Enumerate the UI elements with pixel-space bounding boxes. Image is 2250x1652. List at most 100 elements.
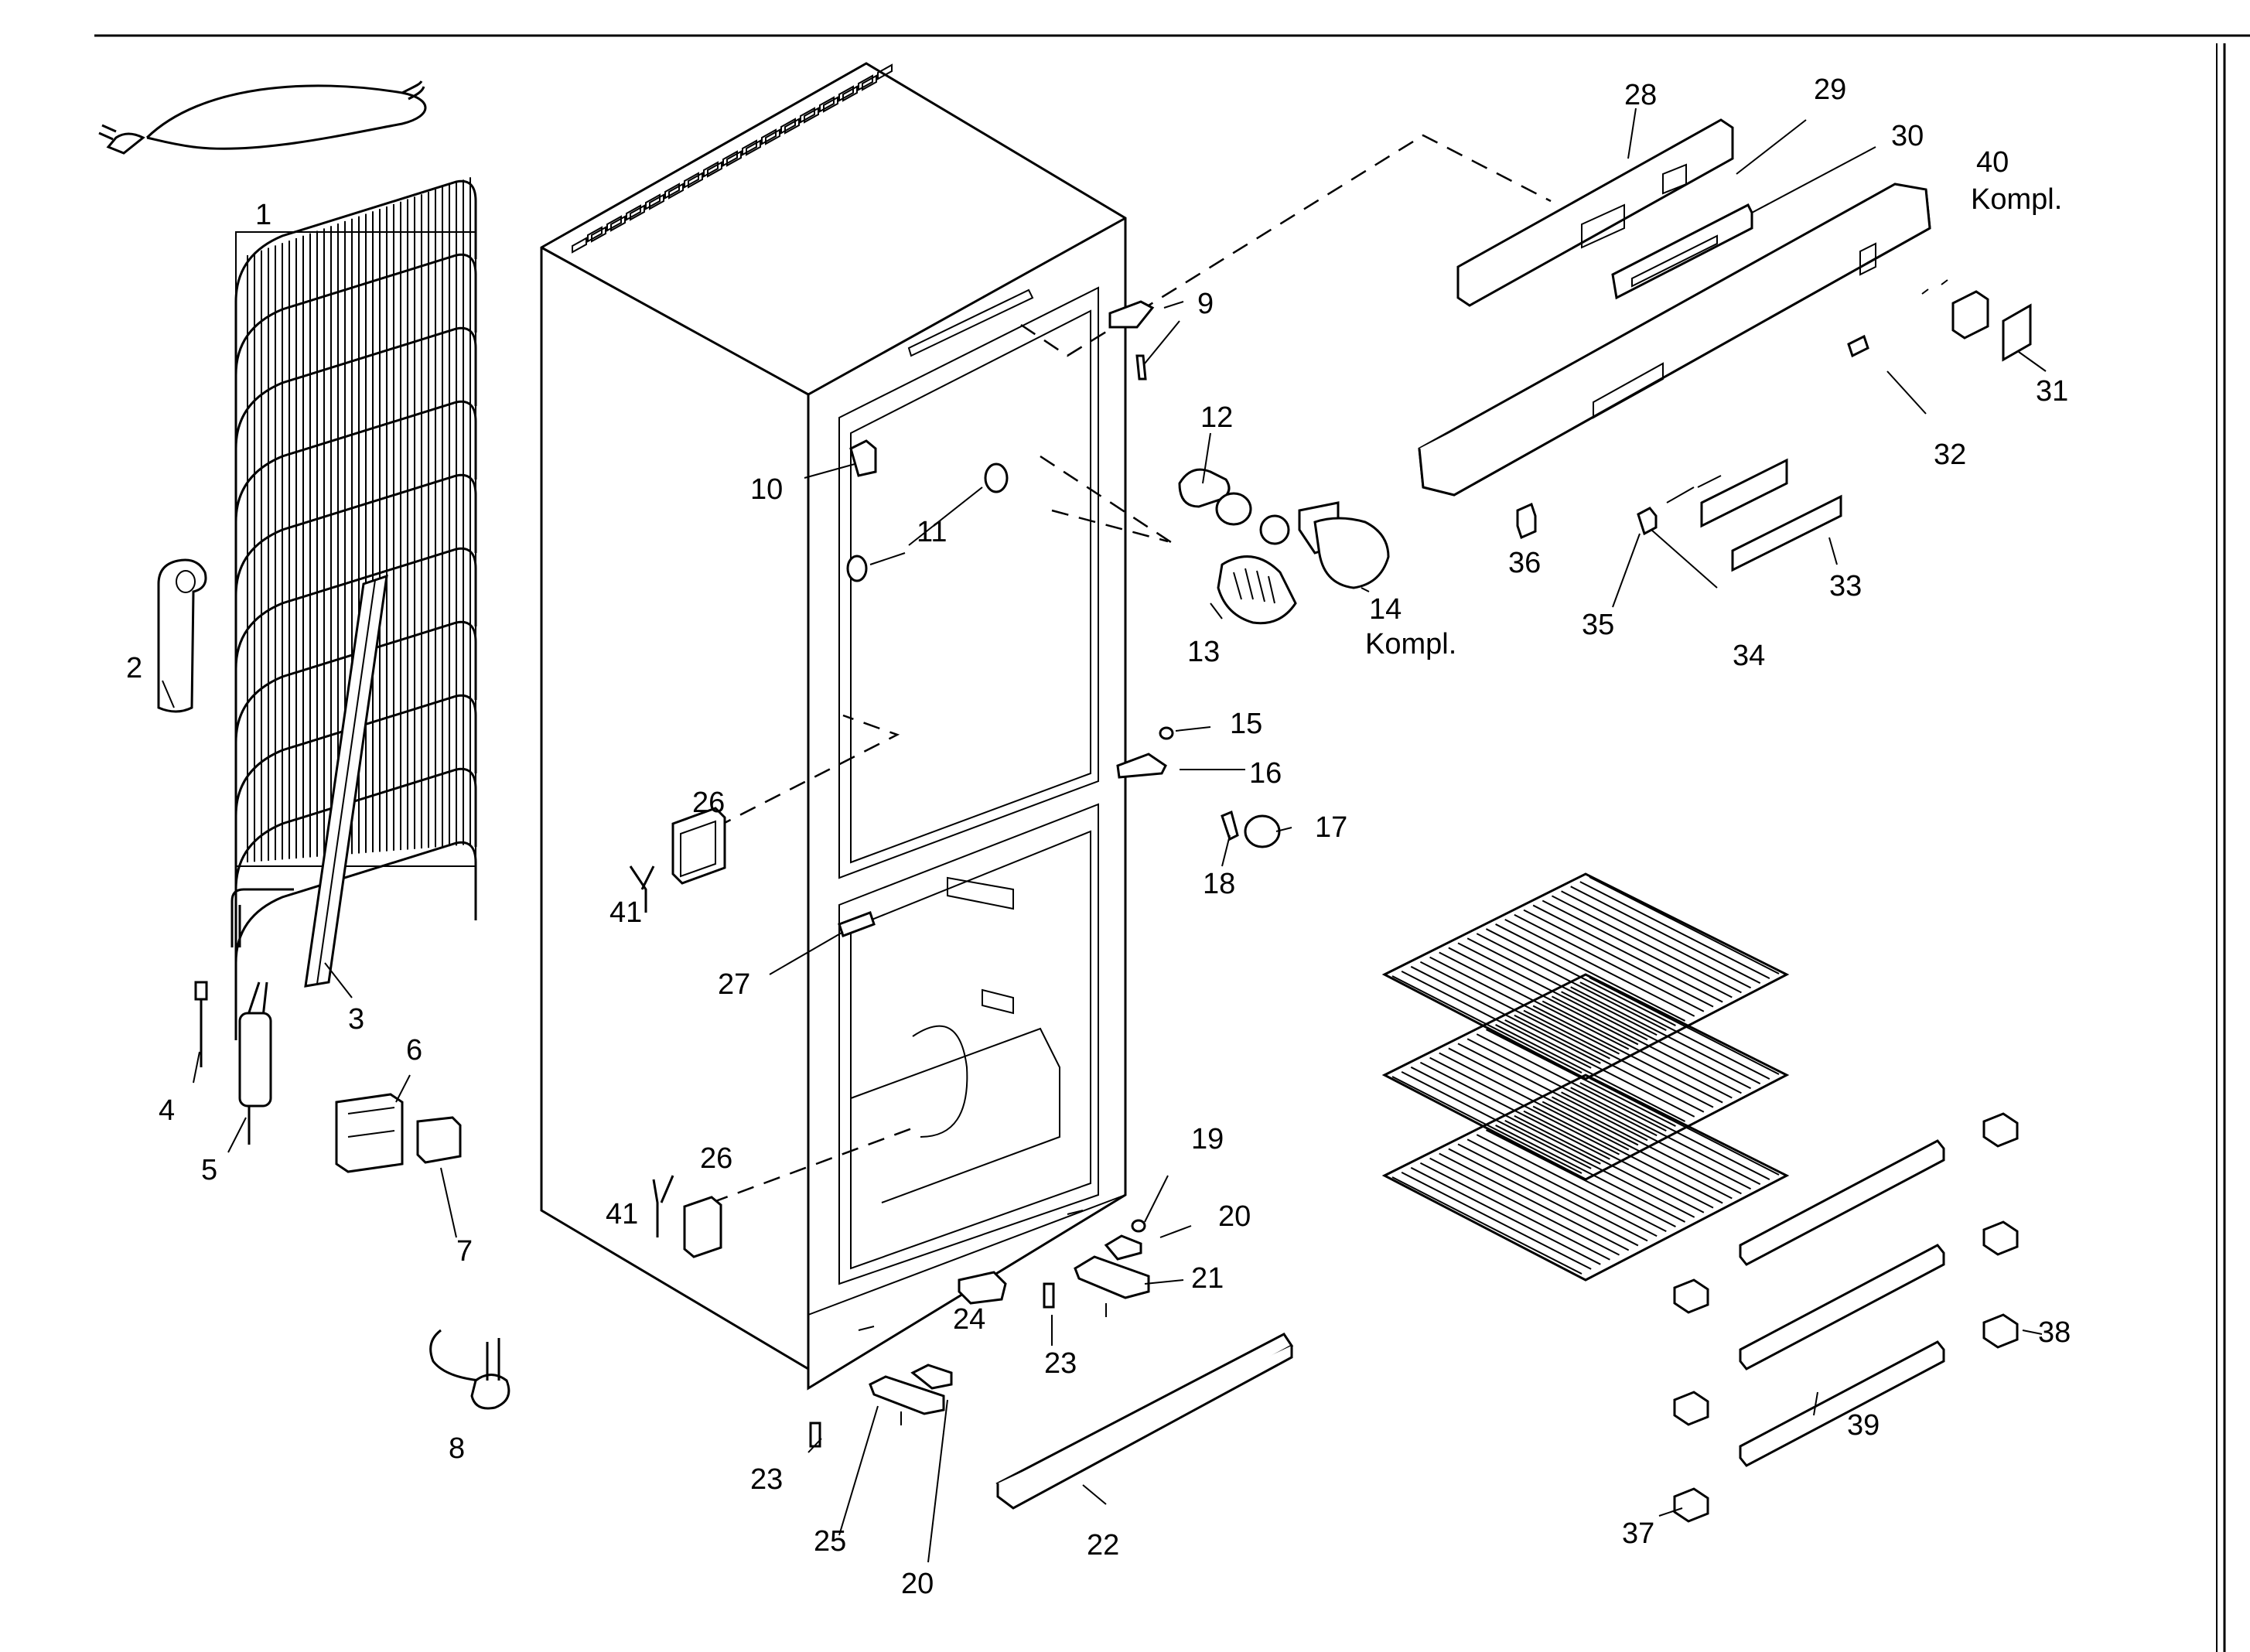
vent-slit (610, 215, 626, 232)
shelf-wire (1410, 1166, 1601, 1265)
vent-slit (626, 204, 641, 221)
label-part-39: 39 (1847, 1409, 1880, 1442)
label-part-21: 21 (1191, 1262, 1224, 1295)
vent-slit (572, 237, 587, 254)
vent-slit (587, 226, 603, 243)
label-part-17: 17 (1315, 811, 1347, 844)
wire-shelf (1381, 1073, 1790, 1282)
label-part-8: 8 (449, 1432, 465, 1465)
label-part-2: 2 (126, 652, 142, 684)
label-part-1: 1 (255, 199, 271, 231)
label-part-35: 35 (1582, 609, 1614, 641)
top-hinge-part (846, 300, 1155, 582)
label-part-14: 14 (1369, 593, 1402, 626)
shelf-rim (1381, 973, 1790, 1181)
label-part-10: 10 (750, 473, 783, 506)
strut-part (304, 574, 388, 988)
vent-slit (591, 226, 606, 243)
label-part-11: 11 (917, 516, 947, 548)
vent-slit (684, 172, 699, 189)
vent-slit (645, 193, 661, 210)
vent-slit (668, 183, 684, 200)
label-part-41-upper: 41 (609, 896, 642, 929)
label-part-26-upper: 26 (692, 787, 725, 819)
shelf-wire (1570, 1087, 1761, 1186)
label-part-23-right: 23 (1044, 1347, 1077, 1380)
label-part-3: 3 (348, 1003, 364, 1036)
button-parts (1516, 279, 2032, 572)
shelf-wire (1514, 1114, 1705, 1213)
label-part-13: 13 (1187, 636, 1220, 668)
condenser-coil-part (230, 177, 477, 1040)
label-part-37: 37 (1622, 1517, 1654, 1550)
label-part-34: 34 (1733, 640, 1765, 672)
shelf-wire (1523, 1110, 1714, 1209)
vent-grille-part (629, 807, 726, 1258)
shelf-wire (1514, 913, 1705, 1012)
label-part-18: 18 (1203, 868, 1235, 900)
shelf-wire (1542, 899, 1733, 998)
control-panel-part (1418, 118, 1931, 497)
label-part-6: 6 (406, 1034, 422, 1067)
shelf-wire (1504, 1119, 1695, 1218)
vent-slit (726, 150, 742, 167)
label-part-28: 28 (1624, 79, 1657, 111)
label-part-27: 27 (718, 968, 750, 1001)
vent-slit (630, 204, 645, 221)
shelf-wire (1589, 1077, 1780, 1176)
door-rails-part (1673, 1112, 2019, 1523)
shelf-wire (1429, 1157, 1620, 1256)
label-part-12: 12 (1200, 401, 1233, 434)
coil-tube (234, 179, 477, 379)
shelf-wire (1551, 895, 1742, 994)
shelf-wire (1391, 1176, 1583, 1275)
shelf-wire (1570, 986, 1761, 1085)
coil-tube (234, 253, 477, 452)
vent-slit (606, 215, 622, 232)
leader-lines (162, 108, 2047, 1563)
label-part-14-kompl: Kompl. (1365, 628, 1456, 660)
vent-slit (780, 118, 796, 135)
shelf-wire (1514, 1014, 1705, 1113)
assembly-dashed-lines (711, 134, 1552, 1204)
vent-slit (838, 85, 854, 102)
vent-slit (664, 183, 680, 200)
vent-slit (800, 107, 815, 124)
shelf-wire (1542, 1000, 1733, 1099)
shelf-wire (1466, 1138, 1658, 1237)
seal-part (157, 558, 207, 713)
wire-shelves-part (1381, 872, 1790, 1282)
label-part-20-lower: 20 (901, 1568, 934, 1600)
vent-slit (842, 85, 858, 102)
label-part-15: 15 (1230, 708, 1262, 740)
vent-slit (742, 139, 757, 156)
vent-slit (819, 96, 835, 113)
label-part-25: 25 (814, 1525, 846, 1558)
label-part-20-upper: 20 (1218, 1200, 1251, 1233)
shelf-wire (1579, 881, 1770, 979)
middle-hinge-part (1116, 726, 1281, 848)
shelf-wire (1504, 1019, 1695, 1118)
coil-tube (234, 400, 477, 599)
shelf-wire (1476, 1134, 1667, 1233)
shelf-wire (1570, 886, 1761, 985)
shelf-wire (1523, 1009, 1714, 1108)
shelf-wire (1561, 991, 1752, 1090)
shelf-wire (1561, 890, 1752, 989)
label-part-4: 4 (159, 1094, 175, 1127)
vent-slit (784, 118, 800, 135)
vent-slit (858, 74, 873, 91)
shelf-wire (1401, 1172, 1592, 1270)
shelf-wire (1589, 876, 1780, 974)
vent-slit (765, 128, 780, 145)
label-part-7: 7 (456, 1235, 473, 1268)
vent-slit (707, 161, 722, 178)
shelf-wire (1561, 1091, 1752, 1190)
shelf-wire (1495, 1024, 1686, 1122)
sensor-part (194, 981, 272, 1145)
vent-slit (688, 172, 703, 189)
shelf-wire (1542, 1101, 1733, 1200)
shelf-wire (1579, 981, 1770, 1080)
label-part-24: 24 (953, 1303, 985, 1336)
